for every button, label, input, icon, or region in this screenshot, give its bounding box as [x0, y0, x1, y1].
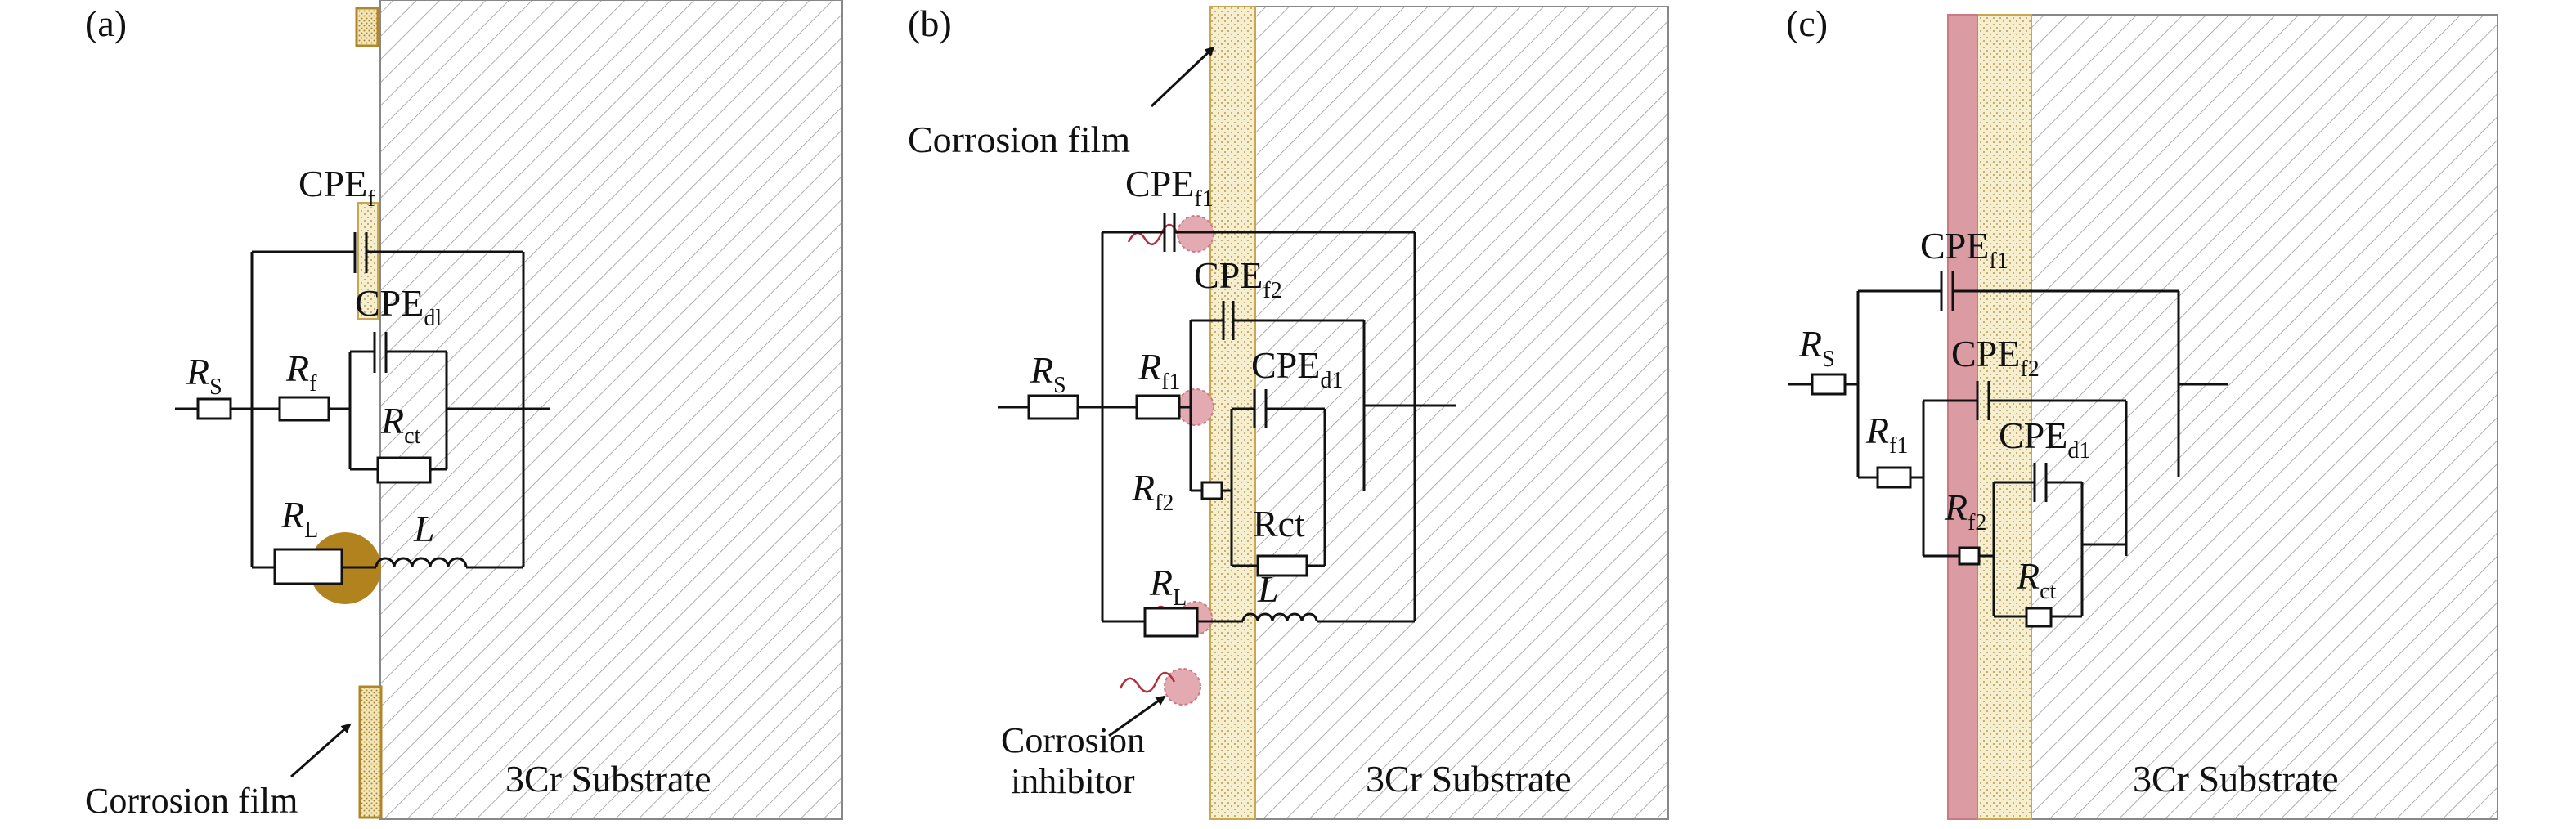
- resistor-rf1-c: [1876, 466, 1912, 489]
- resistor-rs-c: [1811, 373, 1847, 396]
- inhibitor-label-1-b: Corrosion: [1001, 720, 1145, 760]
- label-cpef1-c: CPEf1: [1920, 225, 2008, 274]
- panel-c: (c) 3Cr Substrate: [1786, 2, 2498, 820]
- panel-a: (a) 3Cr Substrate Corrosion film: [85, 0, 843, 821]
- circuit-c: [1788, 271, 2228, 618]
- label-rf1-c: Rf1: [1865, 410, 1908, 459]
- resistor-rf1-b: [1135, 394, 1181, 420]
- label-cpedl-a: CPEdl: [355, 282, 442, 331]
- label-rf2-c: Rf2: [1944, 486, 1986, 535]
- resistor-rf-a: [278, 396, 330, 422]
- circuit-b: [998, 213, 1456, 623]
- label-rf-a: Rf: [285, 347, 317, 397]
- label-cpef2-c: CPEf2: [1951, 333, 2040, 382]
- substrate-b: [1254, 6, 1669, 820]
- film-arrow-a: [290, 723, 352, 778]
- panel-b: (b) 3Cr Substrate Corrosion film Corrosi…: [908, 2, 1669, 820]
- substrate-label-b: 3Cr Substrate: [1366, 758, 1572, 800]
- circuit-a: [175, 232, 550, 569]
- inhibitor-layer-c: [1947, 14, 1978, 820]
- corrosion-film-bottom-a: [358, 685, 383, 819]
- label-cpef1-b: CPEf1: [1125, 163, 1214, 212]
- inhibitor-label-2-b: inhibitor: [1011, 761, 1135, 801]
- label-cpef-a: CPEf: [298, 163, 375, 212]
- resistor-rf2-c: [1958, 546, 1981, 566]
- label-rs-a: RS: [186, 351, 222, 400]
- label-l-b: L: [1257, 568, 1279, 610]
- resistor-rl-b: [1143, 607, 1199, 638]
- film-arrow-b: [1150, 46, 1215, 108]
- substrate-label-c: 3Cr Substrate: [2133, 758, 2339, 800]
- resistor-rct-c: [2025, 607, 2053, 628]
- label-rl-a: RL: [280, 494, 318, 543]
- panel-c-label: (c): [1786, 2, 1828, 44]
- resistor-rl-a: [273, 548, 343, 585]
- label-rf2-b: Rf2: [1131, 467, 1174, 516]
- resistor-rct-b: [1256, 554, 1308, 577]
- panel-a-label: (a): [85, 2, 127, 44]
- label-rct-c: Rct: [2016, 555, 2057, 604]
- label-rs-c: RS: [1798, 323, 1835, 372]
- label-rl-b: RL: [1149, 562, 1187, 611]
- film-label-b: Corrosion film: [908, 119, 1130, 160]
- panel-b-label: (b): [908, 2, 952, 44]
- substrate-label-a: 3Cr Substrate: [505, 758, 711, 800]
- substrate-c: [2031, 14, 2498, 820]
- resistor-rct-a: [376, 456, 432, 484]
- resistor-rs-b: [1027, 394, 1079, 420]
- corrosion-film-mid-a: [357, 202, 379, 320]
- label-rct-a: Rct: [380, 400, 421, 449]
- label-rs-b: RS: [1030, 349, 1066, 398]
- label-l-a: L: [413, 508, 435, 549]
- corrosion-film-top-a: [355, 7, 379, 47]
- film-label-a: Corrosion film: [85, 781, 298, 821]
- label-rf1-b: Rf1: [1138, 346, 1180, 395]
- label-cped1-c: CPEd1: [1999, 414, 2090, 464]
- label-cped1-b: CPEd1: [1251, 344, 1343, 393]
- label-rct-b: Rct: [1253, 503, 1305, 544]
- resistor-rf2-b: [1200, 481, 1223, 500]
- resistor-rs-a: [196, 397, 232, 420]
- label-cpef2-b: CPEf2: [1194, 254, 1282, 303]
- inhibitor-arrow-b: [1108, 695, 1166, 737]
